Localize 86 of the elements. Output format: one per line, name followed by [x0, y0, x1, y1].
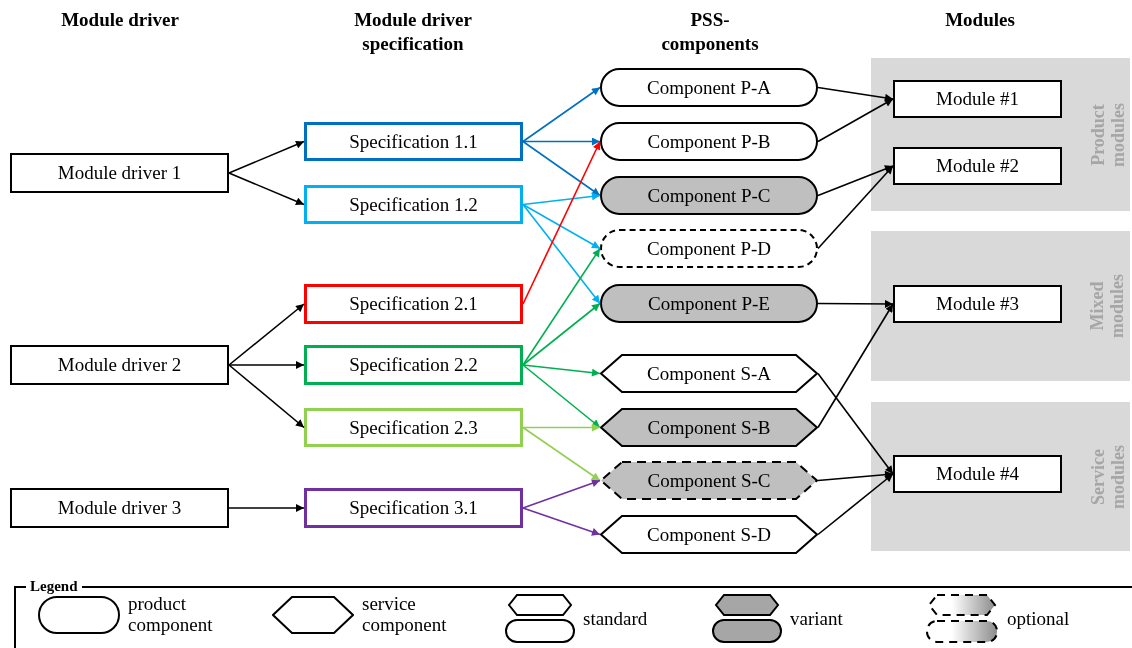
arrow — [228, 504, 305, 512]
node-label: Specification 2.2 — [349, 353, 478, 377]
node-label: Module driver 1 — [57, 161, 182, 185]
node-label: Component P-D — [647, 236, 771, 261]
process-box — [10, 488, 229, 528]
process-box — [893, 455, 1062, 493]
rounded-box — [600, 122, 818, 161]
arrow — [522, 507, 601, 536]
node-label: Component P-C — [647, 183, 771, 208]
arrow — [228, 140, 305, 174]
arrow — [228, 303, 305, 366]
process-box — [304, 345, 523, 385]
process-box — [304, 488, 523, 528]
arrow — [817, 165, 894, 197]
arrow — [522, 137, 601, 146]
legend-label: service component — [362, 594, 448, 636]
arrow — [522, 247, 601, 366]
arrow — [522, 203, 601, 250]
node-label: Module #4 — [936, 462, 1019, 486]
arrow — [228, 361, 305, 369]
node-label: Module #1 — [936, 87, 1019, 111]
node-label: Module #2 — [936, 154, 1019, 178]
node-label: Component P-B — [647, 129, 771, 154]
node-label: Component P-A — [647, 75, 771, 100]
group-panel — [871, 231, 1130, 381]
legend-label: product component — [128, 594, 214, 636]
node-label: Component S-B — [647, 415, 771, 440]
node-label: Specification 1.1 — [349, 129, 478, 154]
arrow — [522, 364, 601, 429]
node-label: Component S-C — [647, 468, 771, 493]
arrow — [817, 372, 894, 475]
node-label: Specification 2.1 — [349, 292, 478, 316]
arrow — [817, 165, 894, 250]
column-heading: Module driver — [60, 8, 180, 32]
column-heading: Module driver specification — [353, 8, 473, 56]
rounded-box — [600, 284, 818, 323]
arrow — [817, 473, 894, 536]
node-label: Specification 1.2 — [349, 192, 478, 217]
legend-label: standard — [583, 608, 648, 630]
node-label: Component S-D — [647, 522, 771, 547]
process-box — [304, 284, 523, 324]
node-label: Component P-E — [648, 291, 770, 316]
arrow — [817, 303, 894, 429]
arrow — [522, 192, 601, 206]
process-box — [893, 147, 1062, 185]
arrow — [522, 423, 601, 432]
legend-label: optional — [1007, 608, 1070, 630]
arrow — [522, 140, 601, 305]
arrow — [522, 479, 601, 509]
column-heading: Modules — [944, 8, 1016, 32]
process-box — [10, 153, 229, 193]
arrow — [817, 299, 894, 308]
arrow — [522, 140, 601, 197]
node-label: Component S-A — [647, 361, 771, 386]
hexagon-box — [600, 408, 818, 447]
hexagon-box — [600, 515, 818, 554]
rounded-box — [600, 68, 818, 107]
node-label: Module driver 2 — [57, 353, 182, 377]
process-box — [304, 408, 523, 447]
group-panel — [871, 58, 1130, 211]
arrow — [817, 98, 894, 143]
legend-label: variant — [790, 608, 843, 630]
arrow — [522, 426, 601, 482]
hexagon-box — [600, 354, 818, 393]
node-label: Module driver 3 — [57, 496, 182, 520]
process-box — [304, 185, 523, 224]
arrow — [522, 203, 601, 305]
node-label: Specification 3.1 — [349, 496, 478, 520]
node-label: Module #3 — [936, 292, 1019, 316]
process-box — [10, 345, 229, 385]
hexagon-box — [600, 461, 818, 500]
arrow — [228, 172, 305, 206]
process-box — [304, 122, 523, 161]
arrow — [522, 86, 601, 143]
arrow — [228, 364, 305, 429]
arrow — [817, 470, 894, 482]
process-box — [893, 80, 1062, 118]
rounded-box — [600, 229, 818, 268]
arrow — [817, 86, 894, 102]
arrow — [522, 302, 601, 366]
node-label: Specification 2.3 — [349, 415, 478, 440]
rounded-box — [600, 176, 818, 215]
group-panel — [871, 402, 1130, 551]
process-box — [893, 285, 1062, 323]
column-heading: PSS-components — [660, 8, 760, 56]
arrow — [522, 364, 601, 377]
